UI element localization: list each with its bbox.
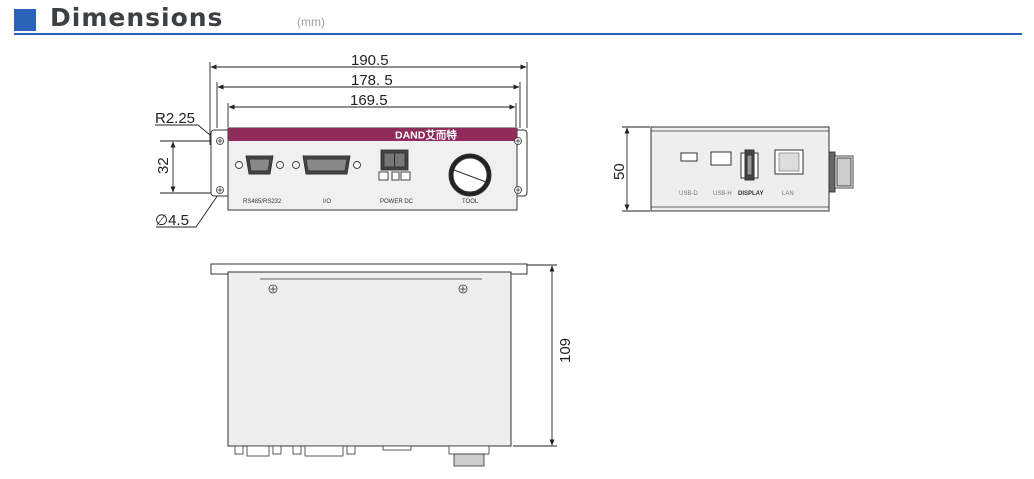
power-switch-icon xyxy=(378,149,411,181)
top-screw-icon xyxy=(268,284,468,294)
dim-mounting-width: 178. 5 xyxy=(351,72,393,89)
tool-connector-icon xyxy=(448,153,492,197)
section-title: Dimensions xyxy=(50,3,224,32)
dim-depth: 109 xyxy=(557,338,574,363)
section-header: Dimensions (mm) xyxy=(0,0,1034,36)
side-connector-stub-icon xyxy=(828,151,854,193)
dim-body-width: 169.5 xyxy=(350,92,388,109)
front-dimension-lines xyxy=(155,62,528,228)
top-view-connector-edges-icon xyxy=(234,445,490,467)
dim-hole: ∅4.5 xyxy=(155,212,189,229)
port-label-rs485: RS485/RS232 xyxy=(243,199,282,205)
header-rule xyxy=(14,33,1022,35)
mounting-screw-icon xyxy=(216,137,522,194)
dim-side-height: 50 xyxy=(611,163,628,180)
port-label-power: POWER DC xyxy=(380,199,414,205)
usb-d-port-icon xyxy=(680,152,698,162)
display-port-icon xyxy=(740,149,759,181)
port-label-tool: TOOL xyxy=(462,199,479,205)
port-label-display: DISPLAY xyxy=(738,191,763,197)
db9-connector-icon xyxy=(235,155,284,175)
port-label-usb-d: USB-D xyxy=(679,191,698,197)
unit-label: (mm) xyxy=(297,15,325,29)
top-dimension-lines xyxy=(513,264,557,447)
header-accent-square xyxy=(14,9,36,31)
dim-front-height: 32 xyxy=(155,157,172,174)
side-view: 50 USB-D USB-H DISPLAY LAN xyxy=(611,126,854,212)
port-label-usb-h: USB-H xyxy=(713,191,732,197)
db15-connector-icon xyxy=(292,155,361,175)
port-label-lan: LAN xyxy=(782,191,794,197)
brand-band xyxy=(228,128,517,141)
brand-logo: DAND艾而特 xyxy=(395,129,457,142)
front-view: 190.5 178. 5 169.5 R2.25 32 ∅4.5 DAND艾而特… xyxy=(155,52,528,229)
usb-h-port-icon xyxy=(710,151,732,166)
port-label-io: I/O xyxy=(323,199,331,205)
side-dimension-lines xyxy=(622,126,650,212)
dim-radius: R2.25 xyxy=(155,110,195,127)
dim-overall-width: 190.5 xyxy=(351,52,389,69)
top-body xyxy=(227,271,512,447)
top-view: 109 xyxy=(210,263,574,467)
